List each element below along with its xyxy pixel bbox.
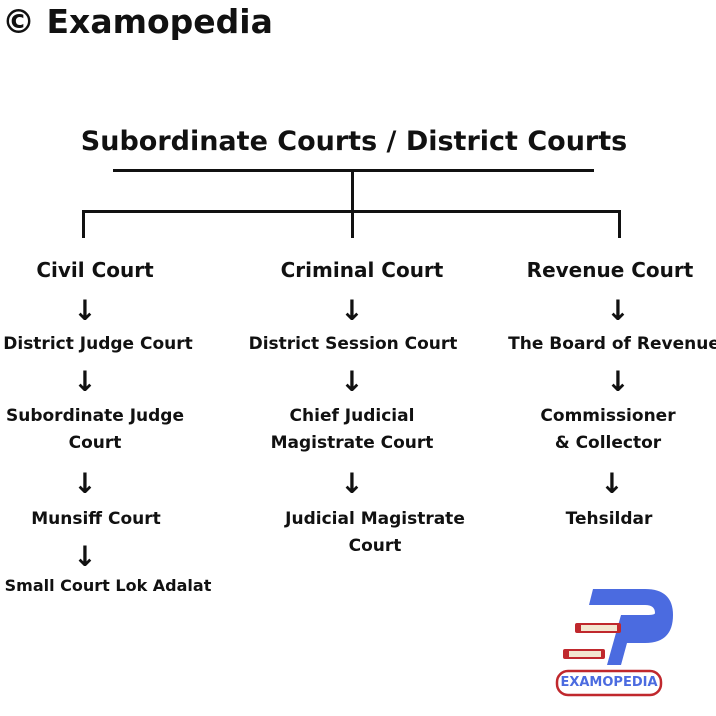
revenue-court-heading: Revenue Court — [526, 258, 694, 282]
diagram-title: Subordinate Courts / District Courts — [80, 126, 628, 157]
examopedia-logo: EXAMOPEDIA — [555, 585, 675, 700]
criminal-court-heading: Criminal Court — [280, 258, 444, 282]
watermark: © Examopedia — [2, 2, 273, 41]
logo-mark-icon — [555, 589, 673, 697]
arrow-down-icon: ↓ — [73, 467, 97, 500]
criminal-item: District Session Court — [248, 334, 458, 354]
trunk-line — [351, 170, 354, 213]
arrow-down-icon: ↓ — [340, 294, 364, 327]
revenue-item: Commissioner & Collector — [540, 406, 676, 453]
arrow-down-icon: ↓ — [600, 467, 624, 500]
civil-item: District Judge Court — [3, 334, 193, 354]
branch-civil — [82, 210, 85, 238]
criminal-item: Chief Judicial Magistrate Court — [270, 406, 434, 453]
arrow-down-icon: ↓ — [606, 365, 630, 398]
civil-court-heading: Civil Court — [36, 258, 154, 282]
arrow-down-icon: ↓ — [340, 467, 364, 500]
civil-item: Small Court Lok Adalat — [4, 576, 212, 595]
revenue-item: The Board of Revenue — [508, 334, 716, 354]
arrow-down-icon: ↓ — [340, 365, 364, 398]
criminal-item: Judicial Magistrate Court — [285, 509, 465, 556]
branch-revenue — [618, 210, 621, 238]
civil-item: Subordinate Judge Court — [5, 406, 185, 453]
arrow-down-icon: ↓ — [73, 294, 97, 327]
logo-text: EXAMOPEDIA — [560, 675, 658, 690]
civil-item: Munsiff Court — [31, 509, 161, 529]
revenue-item: Tehsildar — [565, 509, 653, 529]
arrow-down-icon: ↓ — [606, 294, 630, 327]
arrow-down-icon: ↓ — [73, 365, 97, 398]
branch-criminal — [351, 210, 354, 238]
arrow-down-icon: ↓ — [73, 540, 97, 573]
